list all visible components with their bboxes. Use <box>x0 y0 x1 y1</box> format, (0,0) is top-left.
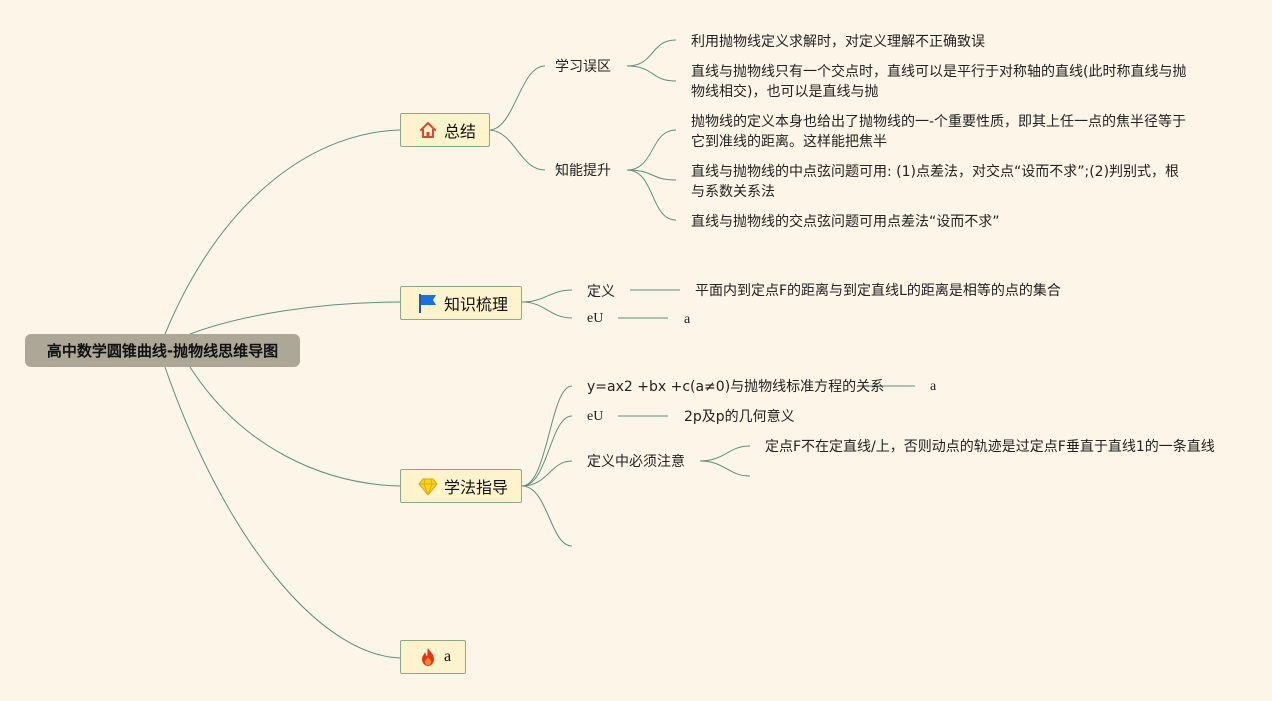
sub-definition[interactable]: 定义 <box>587 284 615 300</box>
leaf-ability-1[interactable]: 抛物线的定义本身也给出了抛物线的一-个重要性质，即其上任一点的焦半径等于它到准线… <box>691 114 1187 150</box>
branch-knowledge-label: 知识梳理 <box>444 295 509 314</box>
link-method-notice <box>521 460 573 487</box>
link-summary-ability <box>489 129 546 171</box>
link-mistakes-leaf1 <box>626 39 677 67</box>
branch-extra-label: a <box>444 648 452 665</box>
leaf-ability-3[interactable]: 直线与抛物线的交点弦问题可用点差法“设而不求” <box>691 214 1000 230</box>
branch-method-label: 学法指导 <box>444 478 509 497</box>
link-summary-mistakes <box>489 65 546 131</box>
link-notice-leaf2 <box>699 460 751 477</box>
branch-knowledge[interactable]: 知识梳理 <box>400 286 522 320</box>
branch-summary[interactable]: 总结 <box>400 113 490 147</box>
sub-notice[interactable]: 定义中必须注意 <box>587 454 685 470</box>
leaf-method-eu-value[interactable]: 2p及p的几何意义 <box>684 409 795 425</box>
sub-ability[interactable]: 知能提升 <box>555 163 611 179</box>
branch-method[interactable]: 学法指导 <box>400 469 522 503</box>
link-method-empty <box>521 485 573 547</box>
link-root-summary <box>164 129 401 335</box>
leaf-definition-value[interactable]: 平面内到定点F的距离与到定直线L的距离是相等的点的集合 <box>695 283 1061 299</box>
fire-icon <box>417 646 439 668</box>
link-root-method <box>189 366 401 487</box>
leaf-knowledge-eu-value[interactable]: a <box>684 312 691 327</box>
sub-knowledge-eu[interactable]: eU <box>587 311 604 326</box>
root-title: 高中数学圆锥曲线-抛物线思维导图 <box>46 342 279 360</box>
diamond-icon <box>417 475 439 497</box>
sub-method-eu[interactable]: eU <box>587 409 604 424</box>
link-mistakes-leaf2 <box>626 65 677 82</box>
link-method-eu <box>521 415 573 487</box>
branch-summary-label: 总结 <box>444 122 477 141</box>
sub-mistakes[interactable]: 学习误区 <box>555 59 611 75</box>
link-notice-leaf1 <box>699 445 751 462</box>
link-root-knowledge <box>189 301 401 335</box>
link-root-extra <box>164 366 401 659</box>
link-method-relation <box>521 385 573 487</box>
leaf-mistakes-1[interactable]: 利用抛物线定义求解时，对定义理解不正确致误 <box>691 34 985 50</box>
leaf-relation-value[interactable]: a <box>930 379 937 394</box>
link-ability-leaf3 <box>626 169 677 221</box>
link-knowledge-definition <box>521 289 573 303</box>
sub-relation[interactable]: y=ax2 +bx +c(a≠0)与抛物线标准方程的关系 <box>587 379 885 395</box>
root-node[interactable]: 高中数学圆锥曲线-抛物线思维导图 <box>25 334 300 367</box>
link-ability-leaf1 <box>626 129 677 171</box>
leaf-ability-2[interactable]: 直线与抛物线的中点弦问题可用: (1)点差法，对交点“设而不求”;(2)判别式，… <box>691 164 1180 200</box>
leaf-mistakes-2[interactable]: 直线与抛物线只有一个交点时，直线可以是平行于对称轴的直线(此时称直线与抛物线相交… <box>691 64 1187 100</box>
house-icon <box>417 119 439 141</box>
link-ability-leaf2 <box>626 169 677 181</box>
link-knowledge-eu <box>521 301 573 319</box>
leaf-notice-value[interactable]: 定点F不在定直线/上，否则动点的轨迹是过定点F垂直于直线1的一条直线 <box>765 439 1215 455</box>
branch-extra[interactable]: a <box>400 640 466 674</box>
flag-icon <box>417 292 439 314</box>
